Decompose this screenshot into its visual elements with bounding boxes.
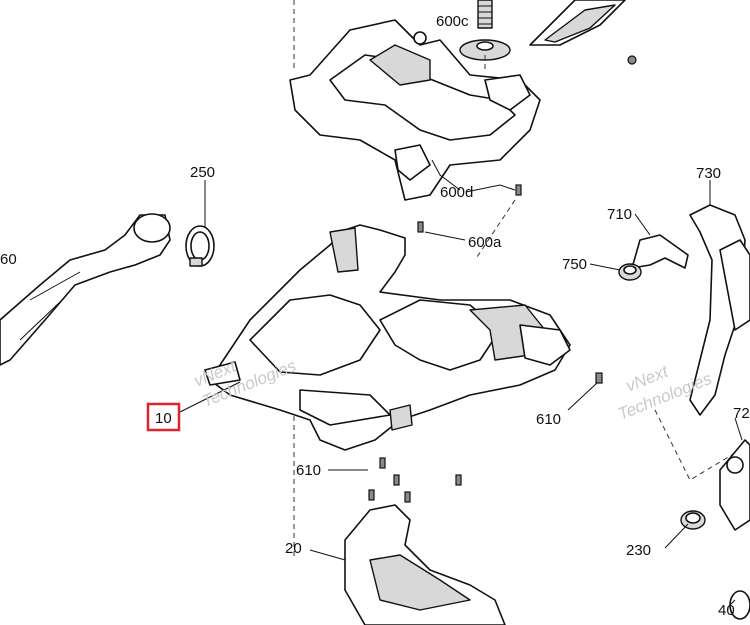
label-230: 230 [626, 542, 651, 559]
label-72: 72 [733, 405, 750, 422]
label-610-right: 610 [536, 411, 561, 428]
label-710: 710 [607, 206, 632, 223]
exhaust-hose-part-60 [0, 213, 171, 366]
label-20: 20 [285, 540, 302, 557]
label-250: 250 [190, 164, 215, 181]
upper-frame-part [289, 19, 541, 201]
bolts [368, 184, 603, 503]
label-610-left: 610 [296, 462, 321, 479]
clamp-part-230 [680, 510, 706, 530]
label-60: 60 [0, 251, 17, 268]
leader-lines [179, 159, 743, 606]
part-labels: 600c 250 60 600d 600a 730 710 750 10 610… [0, 13, 750, 619]
spring-washer-part [459, 0, 511, 72]
cap-part-750 [618, 263, 642, 281]
label-600c: 600c [436, 13, 469, 30]
coolant-hose-part-730 [689, 204, 750, 416]
label-730: 730 [696, 165, 721, 182]
coolant-hose-part-710 [631, 234, 689, 269]
main-frame-part-10 [204, 224, 571, 451]
clamp-part-250 [185, 225, 215, 267]
heat-shield-part-20 [344, 504, 506, 625]
label-600a: 600a [468, 234, 502, 251]
top-right-panel-part [529, 0, 637, 65]
label-750: 750 [562, 256, 587, 273]
label-600d: 600d [440, 184, 473, 201]
label-40: 40 [718, 602, 735, 619]
highlight-box-10 [146, 402, 181, 432]
thermostat-housing-part-72 [719, 439, 750, 531]
label-10: 10 [155, 410, 172, 427]
